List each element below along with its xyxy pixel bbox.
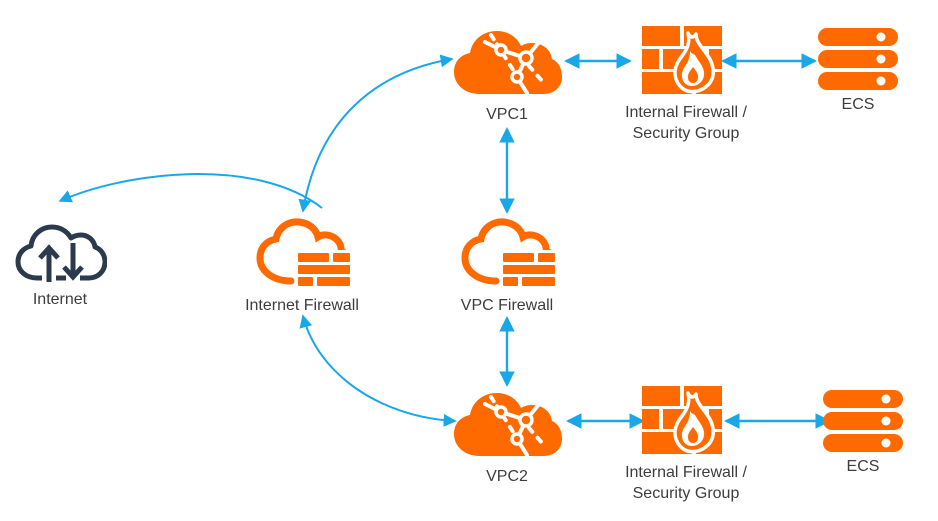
internet-cloud-icon <box>15 224 107 283</box>
node-label-internal-firewall-top-line1: Internal Firewall / <box>625 104 747 121</box>
vpc-cloud-icon <box>454 31 562 95</box>
node-label-ecs-top: ECS <box>841 96 875 113</box>
cloud-firewall-icon <box>256 218 351 290</box>
node-vpc-firewall: VPC Firewall <box>446 213 568 316</box>
node-ecs-top: ECS <box>815 28 901 115</box>
server-stack-icon <box>823 390 903 452</box>
node-label-vpc-firewall: VPC Firewall <box>460 297 554 314</box>
node-internet-firewall: Internet Firewall <box>238 213 366 316</box>
node-vpc2: VPC2 <box>449 386 565 487</box>
vpc-cloud-icon <box>454 393 562 457</box>
brick-flame-firewall-icon <box>642 26 722 94</box>
node-label-ecs-bottom: ECS <box>846 458 880 475</box>
edge-firewall-vpc1 <box>298 54 454 213</box>
node-label-internal-firewall-bottom-line1: Internal Firewall / <box>625 464 747 481</box>
brick-flame-firewall-icon <box>642 386 722 454</box>
node-label-internal-firewall-bottom-line2: Security Group <box>632 485 740 502</box>
node-label-vpc2: VPC2 <box>486 468 528 485</box>
node-label-internal-firewall-top-line2: Security Group <box>632 125 740 142</box>
edge-firewall-internet <box>58 173 323 209</box>
node-internal-firewall-top: Internal Firewall / Security Group <box>612 26 760 144</box>
cloud-firewall-icon <box>461 218 556 290</box>
node-internet: Internet <box>10 221 110 310</box>
node-label-internet-firewall: Internet Firewall <box>245 297 359 314</box>
server-stack-icon <box>818 28 898 90</box>
edge-firewall-vpc2 <box>299 314 457 427</box>
node-label-vpc1: VPC1 <box>486 106 528 123</box>
node-label-internet: Internet <box>32 291 88 308</box>
node-vpc1: VPC1 <box>449 24 565 125</box>
node-internal-firewall-bottom: Internal Firewall / Security Group <box>612 386 760 504</box>
node-ecs-bottom: ECS <box>820 390 906 477</box>
